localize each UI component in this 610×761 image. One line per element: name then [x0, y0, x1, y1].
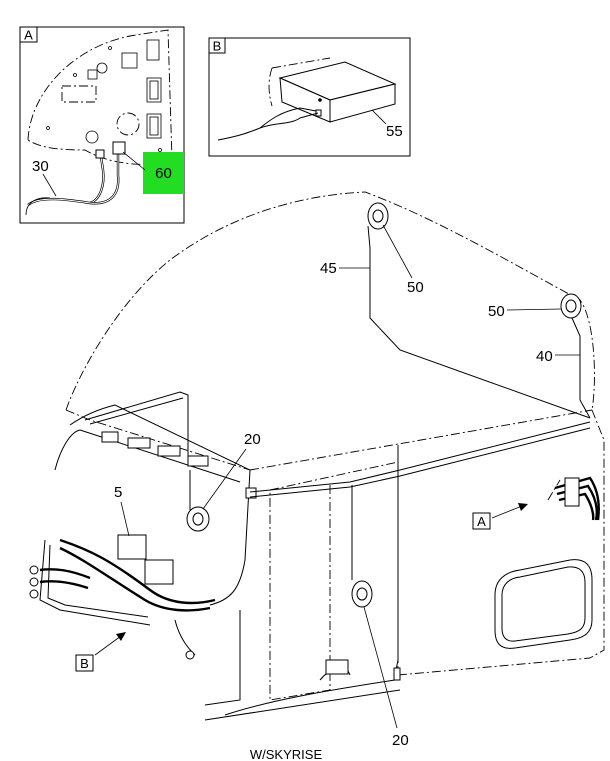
panel-switch-1	[146, 39, 160, 61]
panel-small-square	[87, 69, 98, 80]
panel-cutout	[61, 85, 97, 103]
panel-switch-3	[146, 77, 162, 103]
wire-40	[571, 317, 591, 419]
callout-5: 5	[114, 484, 122, 501]
inset-b-label: B	[213, 39, 222, 54]
callout-45: 45	[320, 260, 337, 277]
view-marker-a: A	[477, 514, 486, 529]
inset-a-label-box	[19, 26, 38, 43]
cab-roof-outline	[65, 191, 595, 411]
inset-b-label-box	[208, 37, 226, 54]
callout-20-front: 20	[244, 431, 261, 448]
diagram-caption: W/SKYRISE	[250, 747, 323, 761]
view-marker-b: B	[80, 656, 89, 671]
view-marker-a-box	[472, 512, 491, 530]
inset-b-frame	[208, 37, 411, 157]
callout-50-right: 50	[488, 303, 505, 320]
panel-switch-2	[121, 52, 138, 69]
view-marker-b-box	[75, 654, 94, 672]
lower-connector	[325, 659, 349, 675]
callout-55: 55	[386, 123, 403, 140]
callout-20-door: 20	[392, 732, 409, 749]
inset-b-detail-view: B 55	[208, 37, 411, 157]
callout-60-highlight	[143, 152, 184, 194]
callout-30: 30	[32, 158, 49, 175]
wire-45	[367, 225, 591, 419]
module-wire	[217, 112, 319, 141]
cab-right-wall	[589, 409, 605, 659]
windshield-frame	[69, 404, 251, 606]
rear-wall-harness	[547, 476, 600, 521]
callout-50-upper: 50	[407, 279, 424, 296]
dash-harness	[29, 534, 216, 660]
panel-grommet	[85, 130, 99, 144]
callout-40: 40	[536, 348, 553, 365]
panel-switch-4	[146, 113, 162, 139]
inset-a-connector	[112, 141, 126, 155]
panel-round-cutout	[116, 112, 140, 136]
panel-knob	[96, 62, 108, 74]
cab-assembly-view: 45 50 50 40 20 5 20 A B	[29, 191, 605, 749]
inset-a-frame	[19, 26, 185, 224]
callout-60: 60	[155, 165, 172, 182]
door-opening	[269, 485, 331, 701]
inset-a-detail-view: A 30 60	[19, 26, 185, 224]
rear-window	[494, 559, 593, 649]
inset-a-label: A	[24, 28, 33, 43]
